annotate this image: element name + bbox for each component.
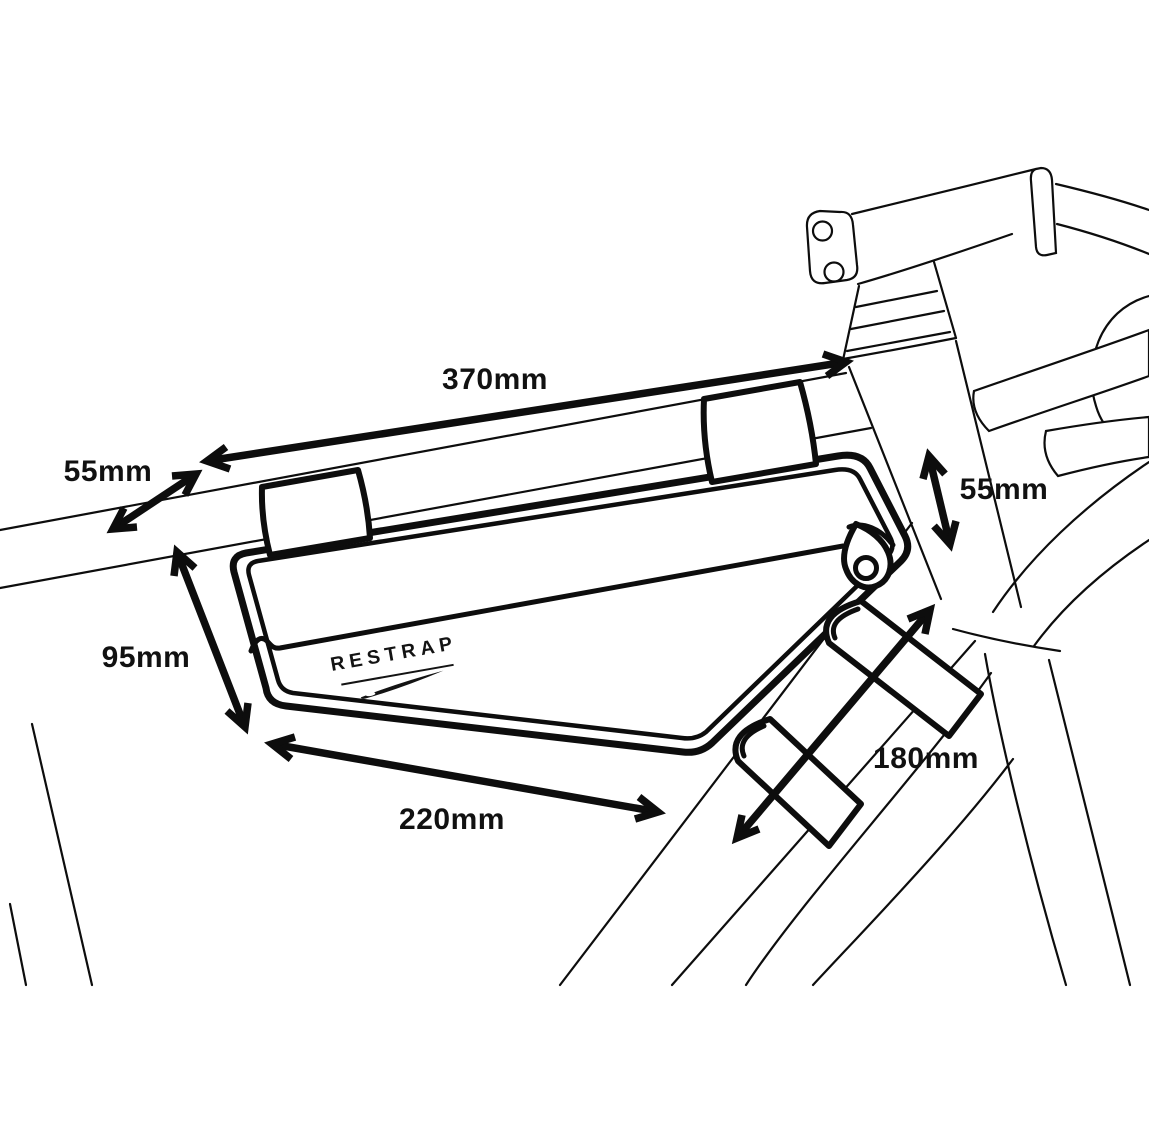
fork-front-edge (1047, 658, 1132, 987)
dim-label-down-tube-length: 180mm (873, 742, 979, 775)
handlebar-top-line-1 (1054, 182, 1149, 212)
needle-eye (365, 692, 376, 697)
stem-bolt-icon (823, 261, 845, 283)
zipper-pull-hole (853, 555, 879, 581)
seat-tube-line-2 (8, 902, 28, 987)
front-wheel-arc-upper-2 (1032, 538, 1149, 648)
dim-arrow-bottom-width (264, 733, 666, 823)
dim-arrow-down-tube-length (731, 603, 936, 845)
dim-label-bottom-width: 220mm (399, 803, 505, 836)
down-tube-strap-2 (732, 716, 864, 849)
top-tube-strap-2 (700, 379, 819, 485)
dim-label-top-width: 370mm (442, 363, 548, 396)
dimension-annotations: 370mm 55mm 55mm 95mm 220mm 180mm (64, 350, 1049, 845)
dim-arrow-head-tube-side (919, 448, 960, 552)
dim-label-head-tube-side: 55mm (960, 473, 1049, 506)
mounting-straps (258, 379, 984, 849)
dim-label-left-height: 95mm (102, 641, 191, 674)
dim-arrow-top-tube-offset (106, 469, 203, 534)
handlebar-top-line-2 (1055, 222, 1149, 256)
head-tube-top-band (841, 336, 958, 361)
stem-bolt-icon (811, 220, 834, 242)
stem-bottom-edge (856, 232, 1014, 286)
stem-top-edge (850, 167, 1038, 216)
fork-rear-edge (983, 652, 1068, 987)
head-tube-left-edge (847, 365, 943, 601)
down-tube-strap-1 (823, 598, 984, 739)
dim-label-top-tube-offset: 55mm (64, 455, 153, 488)
seat-tube-line-1 (30, 722, 94, 987)
brake-hood-band-1 (972, 328, 1149, 433)
front-wheel-arc-upper-1 (991, 460, 1149, 614)
restrap-logo-underline (341, 663, 454, 686)
bike-frame (0, 166, 1149, 987)
dim-arrow-left-height (170, 544, 252, 735)
dim-arrow-top-width (199, 350, 854, 473)
down-tube-strap-1-fold (830, 606, 861, 641)
frame-bag-outline (229, 451, 912, 756)
zipper-line (248, 543, 846, 654)
handlebar-clamp (1029, 166, 1058, 257)
front-wheel-arc-lower-2 (811, 757, 1015, 987)
top-tube-strap-1 (258, 467, 373, 558)
needle-icon (360, 670, 444, 699)
frame-bag: RESTRAP (229, 451, 912, 756)
brake-hood-band-2 (1043, 415, 1149, 478)
head-tube-right-edge (954, 339, 1023, 609)
down-tube-strap-2-fold (739, 723, 767, 759)
headset-spacers (841, 260, 958, 362)
fork-crown-band (951, 627, 1062, 653)
